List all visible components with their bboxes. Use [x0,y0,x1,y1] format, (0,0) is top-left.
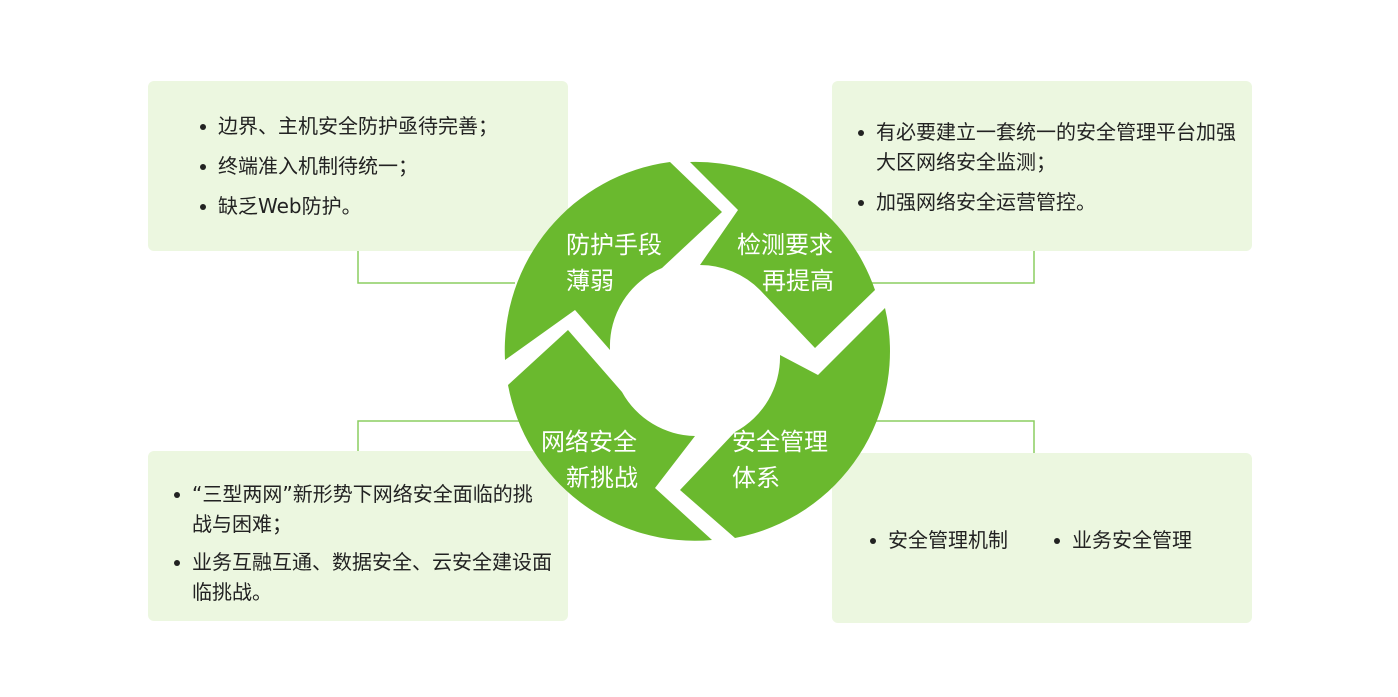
segment-detection-arrow [690,161,875,348]
connector-top-left [357,250,515,284]
segment-protection-line1: 防护手段 [566,231,662,259]
segment-detection-line2: 再提高 [762,267,834,295]
list-item: 终端准入机制待统一； [198,151,498,181]
segment-challenge-line1: 网络安全 [541,428,637,456]
segment-management-line2: 体系 [732,464,780,492]
segment-detection-line1: 检测要求 [737,231,833,259]
segment-management-line1: 安全管理 [732,428,828,456]
segment-protection-arrow [504,162,722,360]
box-detection-issues: 有必要建立一套统一的安全管理平台加强大区网络安全监测； 加强网络安全运营管控。 [832,81,1252,251]
connector-bottom-right [870,420,1035,454]
list-item: 缺乏Web防护。 [198,191,498,221]
list-item: 业务互融互通、数据安全、云安全建设面临挑战。 [172,547,552,607]
list-item: 边界、主机安全防护亟待完善； [198,111,498,141]
connector-bottom-left [357,420,520,452]
box-challenge-issues: “三型两网”新形势下网络安全面临的挑战与困难； 业务互融互通、数据安全、云安全建… [148,451,568,621]
list-protection-issues: 边界、主机安全防护亟待完善； 终端准入机制待统一； 缺乏Web防护。 [198,111,498,231]
segment-challenge-arrow [508,330,712,541]
list-item: 加强网络安全运营管控。 [856,187,1246,217]
list-challenge-issues: “三型两网”新形势下网络安全面临的挑战与困难； 业务互融互通、数据安全、云安全建… [172,479,552,615]
list-item: 有必要建立一套统一的安全管理平台加强大区网络安全监测； [856,117,1246,177]
connector-top-right [870,250,1035,284]
segment-protection-line2: 薄弱 [566,267,614,295]
ring-segments [504,161,890,541]
list-item: 业务安全管理 [1052,525,1192,555]
box-protection-issues: 边界、主机安全防护亟待完善； 终端准入机制待统一； 缺乏Web防护。 [148,81,568,251]
segment-management-arrow [680,308,890,538]
segment-challenge-line2: 新挑战 [566,464,638,492]
box-management-issues: 安全管理机制 业务安全管理 [832,453,1252,623]
list-item: “三型两网”新形势下网络安全面临的挑战与困难； [172,479,552,539]
list-detection-issues: 有必要建立一套统一的安全管理平台加强大区网络安全监测； 加强网络安全运营管控。 [856,117,1246,227]
list-management-issues: 安全管理机制 业务安全管理 [868,525,1236,555]
list-item: 安全管理机制 [868,525,1008,555]
